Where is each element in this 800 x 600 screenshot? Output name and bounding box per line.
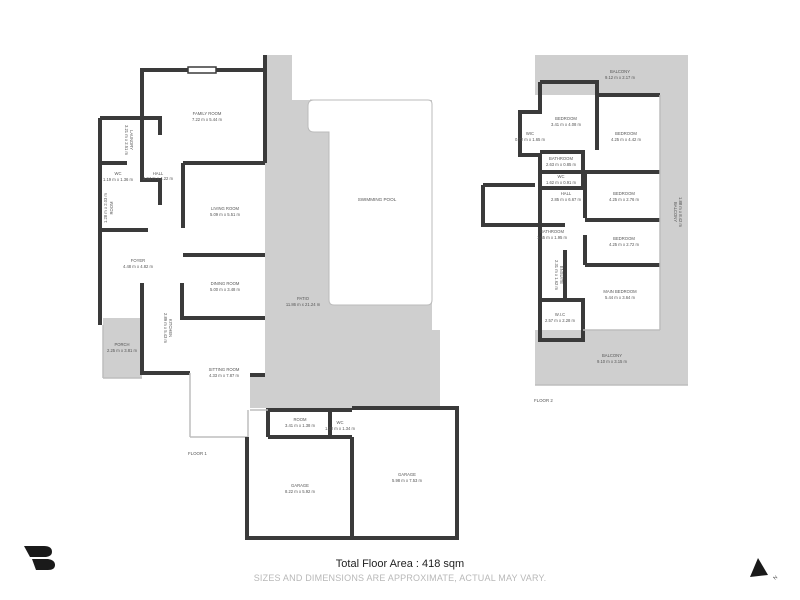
room-name: GARAGE (291, 483, 309, 488)
floor2-label: FLOOR 2 (534, 398, 553, 403)
room-name: SITTING ROOM (209, 367, 240, 372)
total-floor-area: Total Floor Area : 418 sqm (335, 558, 465, 570)
room-dims: 2.57 m x 2.28 m (545, 318, 576, 323)
room-name: FOYER (131, 258, 145, 263)
room-name: SWIMMING POOL (358, 197, 397, 202)
room-dims: 3.41 m x 4.08 m (551, 122, 582, 127)
room-dims: 3.21 m x 2.51 m (124, 125, 129, 156)
disclaimer: SIZES AND DIMENSIONS ARE APPROXIMATE, AC… (253, 573, 547, 583)
room-dims: 3.41 m x 1.38 m (285, 423, 316, 428)
floor2-walls (481, 80, 688, 386)
room-dims: 4.48 m x 4.82 m (123, 264, 154, 269)
room-dims: 1.28 m x 2.03 m (103, 192, 108, 223)
floor2-labels: BALCONY 9.12 m x 2.17 m BEDROOM 3.41 m x… (515, 69, 683, 403)
room-dims: 5.00 m x 3.48 m (210, 287, 241, 292)
brand-logo (24, 546, 55, 570)
room-name: GARAGE (398, 472, 416, 477)
room-name: HALL (153, 171, 164, 176)
room-dims: 5.98 m x 7.53 m (392, 478, 423, 483)
room-dims: 4.33 m x 7.87 m (209, 373, 240, 378)
room-name: DINING ROOM (211, 281, 240, 286)
porch-area (103, 318, 142, 378)
room-name: BATHROOM (549, 156, 573, 161)
swimming-pool (307, 99, 433, 306)
room-dims: 1.62 m x 0.91 m (546, 180, 577, 185)
floor1-label: FLOOR 1 (188, 451, 207, 456)
room-name: W.I.C (555, 312, 565, 317)
room-dims: 2.94 m x 4.22 m (143, 176, 174, 181)
room-name: LIVING ROOM (211, 206, 239, 211)
room-dims: 0.72 m x 1.65 m (515, 137, 546, 142)
room-dims: 1.65 m x 1.95 m (537, 235, 568, 240)
room-name: WC (115, 171, 122, 176)
room-name: PORCH (114, 342, 129, 347)
room-name: BEDROOM (613, 191, 635, 196)
room-dims: 4.25 m x 2.72 m (609, 242, 640, 247)
room-name: BALCONY (673, 202, 678, 222)
room-name: HALL (561, 191, 572, 196)
north-arrow-icon: N (750, 558, 779, 582)
room-name: BALCONY (610, 69, 630, 74)
room-name: ENSUITE (559, 266, 564, 284)
floor1-labels: FAMILY ROOM 7.22 m x 5.44 m LAUNDRY 3.21… (103, 111, 423, 494)
room-name: BATHROOM (540, 229, 564, 234)
room-name: LAUNDRY (129, 130, 134, 150)
room-name: ROOM (293, 417, 307, 422)
room-dims: 2.31 m x 1.62 m (554, 260, 559, 291)
room-name: WIC (526, 131, 534, 136)
room-dims: 8.22 m x 5.92 m (285, 489, 316, 494)
room-dims: 1.20 m x 1.34 m (325, 426, 356, 431)
room-name: ROOM (109, 201, 114, 215)
room-dims: 2.63 m x 0.85 m (546, 162, 577, 167)
room-dims: 4.25 m x 4.42 m (611, 137, 642, 142)
room-name: WC (337, 420, 344, 425)
room-dims: 9.12 m x 2.17 m (605, 75, 636, 80)
room-name: MAIN BEDROOM (603, 289, 637, 294)
room-dims: 2.89 m x 5.43 m (163, 313, 168, 344)
room-name: BALCONY (602, 353, 622, 358)
balcony-right (660, 95, 688, 330)
room-name: FAMILY ROOM (193, 111, 222, 116)
room-dims: 5.09 m x 5.51 m (210, 212, 241, 217)
room-dims: 7.22 m x 5.44 m (192, 117, 223, 122)
room-name: BEDROOM (555, 116, 577, 121)
room-dims: 9.10 m x 3.15 m (597, 359, 628, 364)
room-dims: 1.19 m x 1.36 m (103, 177, 134, 182)
room-name: KITCHEN (168, 319, 173, 337)
room-dims: 5.44 m x 3.64 m (605, 295, 636, 300)
room-name: WC (558, 174, 565, 179)
room-name: BEDROOM (613, 236, 635, 241)
balcony-top (535, 55, 688, 95)
room-dims: 2.85 m x 6.67 m (551, 197, 582, 202)
room-dims: 2.25 m x 3.81 m (107, 348, 138, 353)
room-dims: 11.86 m x 21.24 m (286, 302, 321, 307)
compass-letter: N (772, 574, 779, 581)
room-name: BEDROOM (615, 131, 637, 136)
room-dims: 4.25 m x 2.76 m (609, 197, 640, 202)
room-name: PATIO (297, 296, 310, 301)
floor1-walls (98, 55, 459, 540)
room-dims: 1.88 m x 8.42 m (678, 197, 683, 228)
